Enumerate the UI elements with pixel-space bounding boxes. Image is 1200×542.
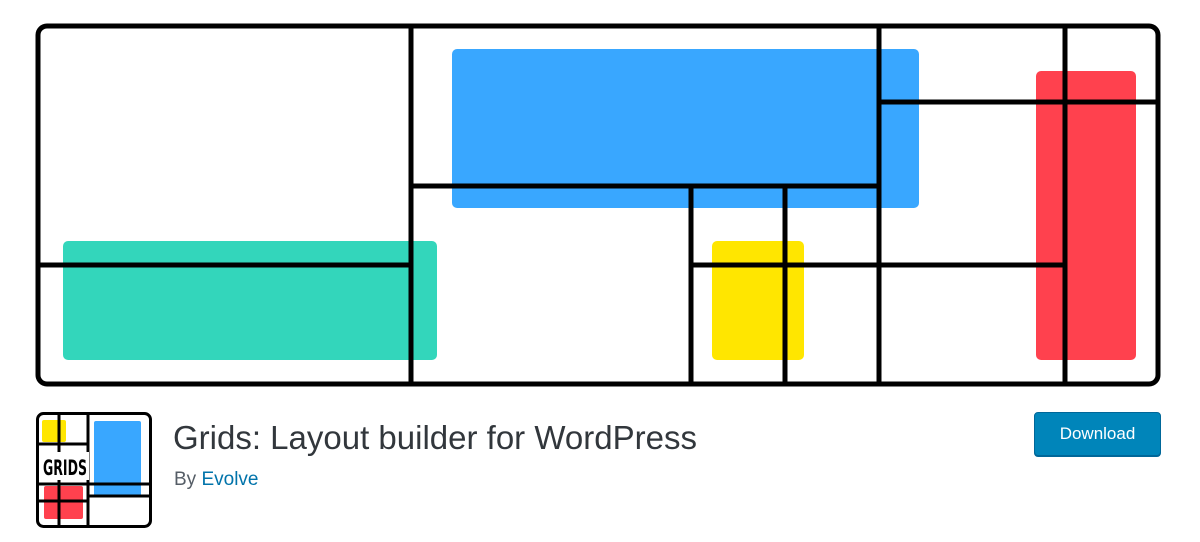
download-button[interactable]: Download	[1034, 412, 1161, 456]
author-link[interactable]: Evolve	[201, 469, 259, 490]
logo-yellow-block	[42, 420, 66, 442]
plugin-byline: By Evolve	[174, 468, 259, 492]
banner-frame	[35, 23, 1161, 387]
grids-logo-icon: GRIDS	[36, 412, 152, 528]
banner-yellow-block	[712, 241, 804, 360]
plugin-title: Grids: Layout builder for WordPress	[173, 419, 697, 456]
banner-teal-block	[63, 241, 437, 360]
logo-blue-block	[94, 421, 141, 497]
banner-grid-lines	[38, 26, 1158, 384]
banner-red-block	[1036, 71, 1136, 360]
banner-blue-block	[452, 49, 919, 208]
byline-prefix: By	[174, 469, 197, 490]
plugin-banner	[35, 23, 1161, 387]
logo-wordmark: GRIDS	[43, 456, 87, 480]
